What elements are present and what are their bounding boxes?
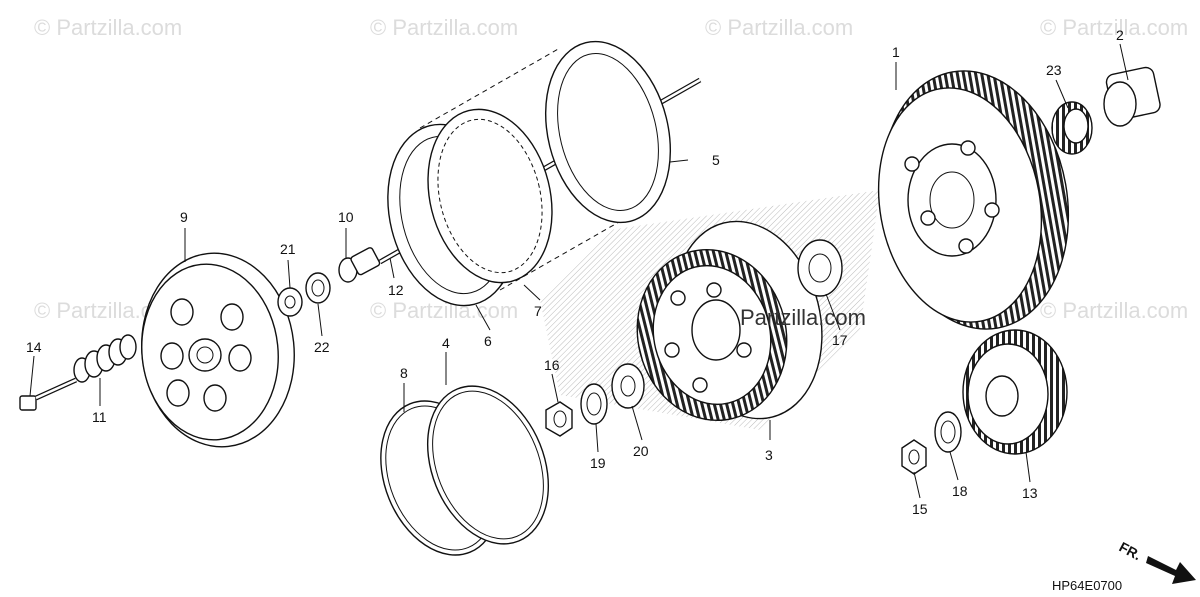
front-label: FR. — [1117, 539, 1144, 564]
callout-23: 23 — [1046, 62, 1062, 78]
watermark-center: Partzilla.com — [740, 305, 866, 330]
pressure-plate — [141, 252, 295, 448]
leader-lines — [29, 43, 1129, 499]
watermark: © Partzilla.com — [34, 15, 182, 40]
watermark-group: © Partzilla.com © Partzilla.com © Partzi… — [34, 15, 1188, 323]
lifter-piece — [338, 247, 381, 283]
callout-7: 7 — [534, 303, 542, 319]
bearing — [305, 272, 331, 304]
gear-nut — [901, 439, 927, 475]
callout-5: 5 — [712, 152, 720, 168]
front-direction-indicator: FR. — [1117, 539, 1196, 584]
callout-19: 19 — [590, 455, 606, 471]
callout-17: 17 — [832, 332, 848, 348]
callout-3: 3 — [765, 447, 773, 463]
front-arrow-icon — [1146, 556, 1196, 584]
callout-4: 4 — [442, 335, 450, 351]
callout-14: 14 — [26, 339, 42, 355]
bolt — [19, 377, 78, 411]
drive-gear — [962, 329, 1068, 455]
callout-20: 20 — [633, 443, 649, 459]
clutch-center — [636, 220, 823, 422]
callout-18: 18 — [952, 483, 968, 499]
spring-washer — [580, 383, 608, 425]
diagram-code: HP64E0700 — [1052, 578, 1122, 593]
callout-22: 22 — [314, 339, 330, 355]
collar — [1103, 66, 1161, 127]
clutch-outer — [877, 70, 1070, 330]
callout-2: 2 — [1116, 27, 1124, 43]
lock-nut — [545, 401, 573, 437]
callout-6: 6 — [484, 333, 492, 349]
callout-8: 8 — [400, 365, 408, 381]
watermark: © Partzilla.com — [370, 15, 518, 40]
watermark: © Partzilla.com — [1040, 298, 1188, 323]
callout-16: 16 — [544, 357, 560, 373]
callout-15: 15 — [912, 501, 928, 517]
callout-21: 21 — [280, 241, 296, 257]
callout-labels: 1 2 3 4 5 6 7 8 9 10 11 12 13 14 15 16 1… — [26, 27, 1124, 517]
washer — [277, 287, 303, 317]
clutch-spring — [73, 334, 137, 383]
gear-washer — [934, 411, 962, 453]
callout-10: 10 — [338, 209, 354, 225]
callout-12: 12 — [388, 282, 404, 298]
callout-11: 11 — [92, 409, 107, 425]
thrust-washer — [797, 239, 843, 297]
watermark: © Partzilla.com — [370, 298, 518, 323]
callout-1: 1 — [892, 44, 900, 60]
callout-9: 9 — [180, 209, 188, 225]
watermark: © Partzilla.com — [1040, 15, 1188, 40]
needle-bearing — [1051, 101, 1093, 155]
friction-disc-b — [544, 40, 672, 224]
callout-13: 13 — [1022, 485, 1038, 501]
o-ring-b — [426, 385, 550, 545]
clutch-plate — [427, 108, 553, 284]
lock-washer — [611, 363, 645, 409]
watermark: © Partzilla.com — [705, 15, 853, 40]
